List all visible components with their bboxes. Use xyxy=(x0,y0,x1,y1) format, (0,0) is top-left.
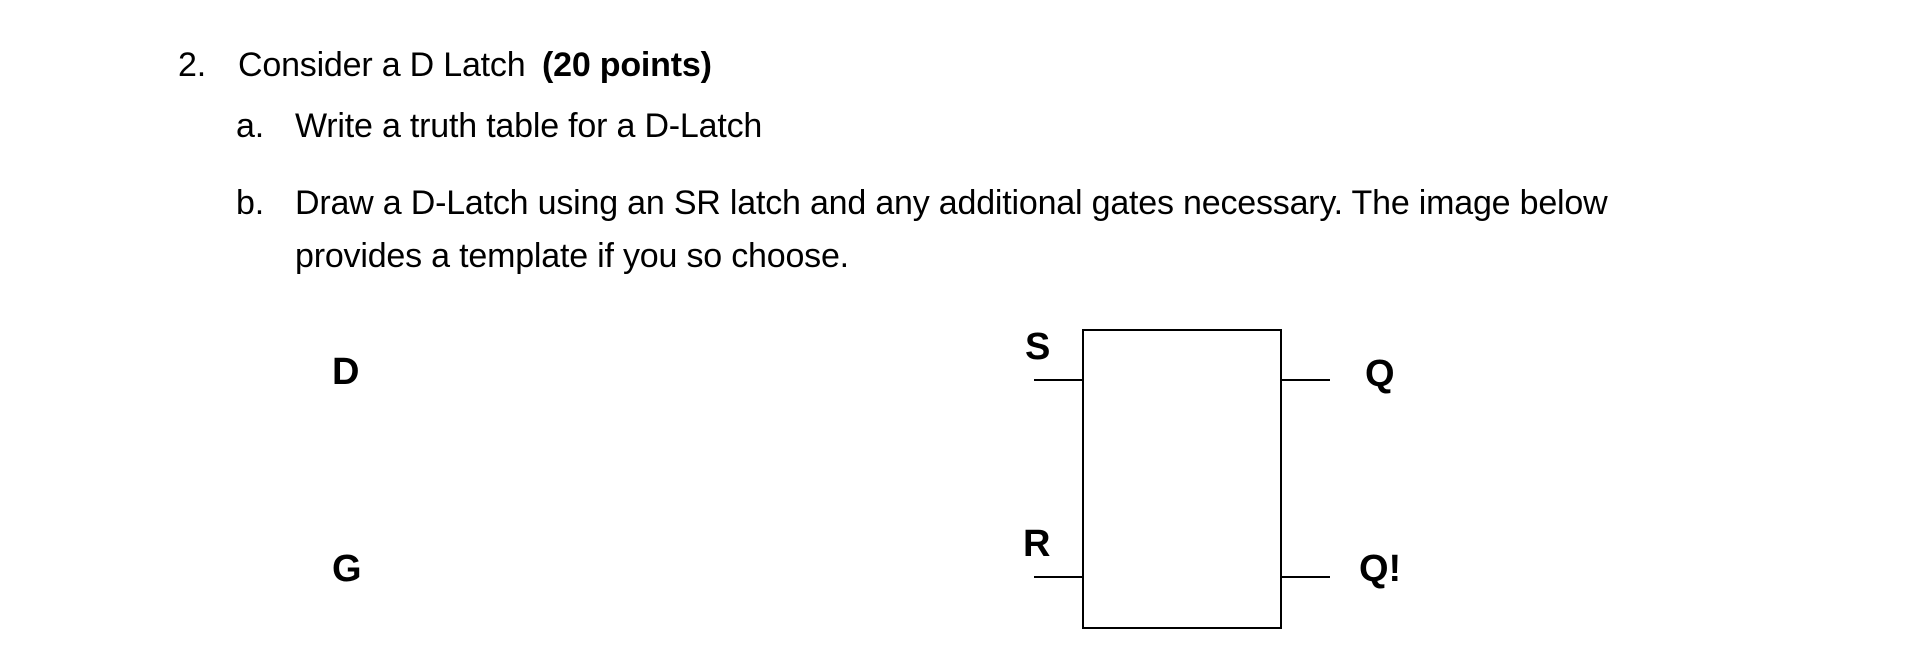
part-a-letter: a. xyxy=(236,107,264,145)
question-number: 2. xyxy=(178,46,206,84)
part-a-text: Write a truth table for a D-Latch xyxy=(295,107,763,145)
g-input-label: G xyxy=(332,548,362,590)
part-b-line-2: provides a template if you so choose. xyxy=(295,237,849,275)
part-b-line-1: Draw a D-Latch using an SR latch and any… xyxy=(295,184,1608,222)
s-label: S xyxy=(1025,326,1051,368)
question-points: (20 points) xyxy=(542,46,712,84)
q-not-output-label: Q! xyxy=(1359,548,1402,590)
part-b-letter: b. xyxy=(236,184,264,222)
q-output-label: Q xyxy=(1365,353,1395,395)
question-text: Consider a D Latch xyxy=(238,46,526,84)
r-label: R xyxy=(1023,523,1051,565)
d-input-label: D xyxy=(332,351,360,393)
sr-latch-box xyxy=(1082,329,1282,629)
